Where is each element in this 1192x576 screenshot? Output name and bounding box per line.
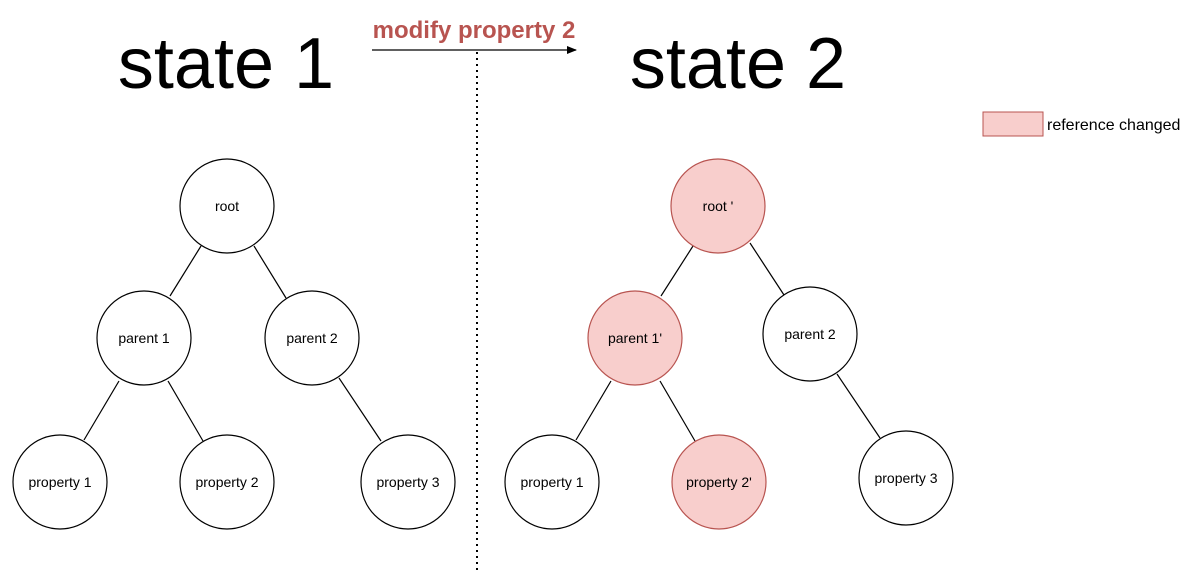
action-label: modify property 2 <box>373 17 576 44</box>
node-parent-1: parent 1 <box>96 290 192 386</box>
edge-parent1-property1 <box>83 380 120 441</box>
edge-parent1-property1 <box>575 380 612 441</box>
node-label: property 1 <box>28 474 91 490</box>
node-root-changed: root ' <box>670 158 766 254</box>
state2-title: state 2 <box>630 24 846 104</box>
legend-swatch <box>982 111 1044 137</box>
node-label: parent 1 <box>118 330 170 346</box>
node-root: root <box>179 158 275 254</box>
legend-label: reference changed <box>1047 117 1180 134</box>
node-label: root ' <box>703 198 734 214</box>
node-parent-2: parent 2 <box>264 290 360 386</box>
edge-parent1-property2 <box>659 380 696 442</box>
edge-parent2-property3 <box>836 373 881 439</box>
node-property-1: property 1 <box>12 434 108 530</box>
state1-title: state 1 <box>118 24 334 104</box>
node-label: property 2' <box>686 474 752 490</box>
edge-root-parent1 <box>660 245 694 297</box>
node-parent-2: parent 2 <box>762 286 858 382</box>
node-label: root <box>215 198 239 214</box>
node-label: property 3 <box>376 474 439 490</box>
node-label: property 1 <box>520 474 583 490</box>
node-property-2: property 2 <box>179 434 275 530</box>
edge-parent2-property3 <box>338 377 382 442</box>
edge-root-parent1 <box>169 245 202 297</box>
node-label: property 2 <box>195 474 258 490</box>
node-label: parent 1' <box>608 330 662 346</box>
state1-tree: root parent 1 parent 2 property 1 proper… <box>12 158 456 530</box>
node-property-1: property 1 <box>504 434 600 530</box>
node-parent-1-changed: parent 1' <box>587 290 683 386</box>
edge-root-parent2 <box>253 245 287 299</box>
node-label: parent 2 <box>784 326 836 342</box>
edge-parent1-property2 <box>167 380 204 442</box>
node-label: property 3 <box>874 470 937 486</box>
node-label: parent 2 <box>286 330 338 346</box>
node-property-3: property 3 <box>360 434 456 530</box>
state2-tree: root ' parent 1' parent 2 property 1 pro… <box>504 158 954 530</box>
node-property-2-changed: property 2' <box>671 434 767 530</box>
node-property-3: property 3 <box>858 430 954 526</box>
edge-root-parent2 <box>749 242 785 296</box>
